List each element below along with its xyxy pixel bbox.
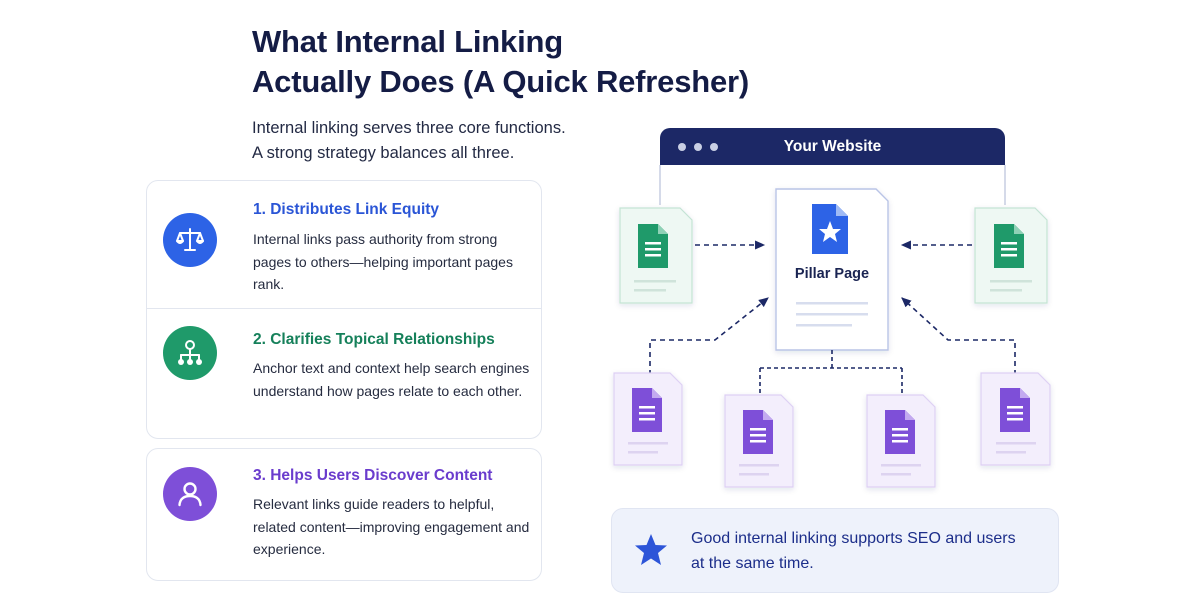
function-description: Internal links pass authority from stron… [253,231,513,292]
callout-text: Good internal linking supports SEO and u… [691,530,1016,572]
star-icon [635,534,667,565]
network-icon [163,326,217,380]
browser-window-bar: Your Website [660,128,1005,165]
function-description: Relevant links guide readers to helpful,… [253,496,530,557]
document-icon [743,410,773,454]
intro-text: Internal linking serves three core funct… [252,119,566,162]
function-description: Anchor text and context help search engi… [253,360,530,399]
document-icon [1000,388,1030,432]
function-title: 1. Distributes Link Equity [253,201,440,218]
function-card-link-equity: 1. Distributes Link Equity Internal link… [146,180,542,309]
document-icon [885,410,915,454]
function-card-discover-content: 3. Helps Users Discover Content Relevant… [146,448,542,581]
link-arrow [901,297,1016,375]
window-dot-icon [678,143,686,151]
user-icon [163,467,217,521]
summary-callout: Good internal linking supports SEO and u… [611,508,1059,593]
scales-icon [163,213,217,267]
tree-connector [759,350,903,394]
browser-frame [659,165,1006,205]
link-arrow [649,297,769,375]
function-title: 2. Clarifies Topical Relationships [253,331,495,348]
function-title: 3. Helps Users Discover Content [253,467,493,484]
pillar-page-card [775,188,889,351]
document-icon [632,388,662,432]
page-title: What Internal Linking Actually Does (A Q… [252,22,749,102]
function-card-topical-relationships: 2. Clarifies Topical Relationships Ancho… [146,309,542,439]
title-line-1: What Internal Linking [252,24,563,59]
browser-title: Your Website [783,138,882,155]
pillar-page-label: Pillar Page [794,266,870,282]
window-dot-icon [710,143,718,151]
window-dot-icon [694,143,702,151]
title-line-2: Actually Does (A Quick Refresher) [252,64,750,99]
document-icon [638,224,668,268]
document-icon [994,224,1024,268]
star-document-icon [812,204,848,254]
